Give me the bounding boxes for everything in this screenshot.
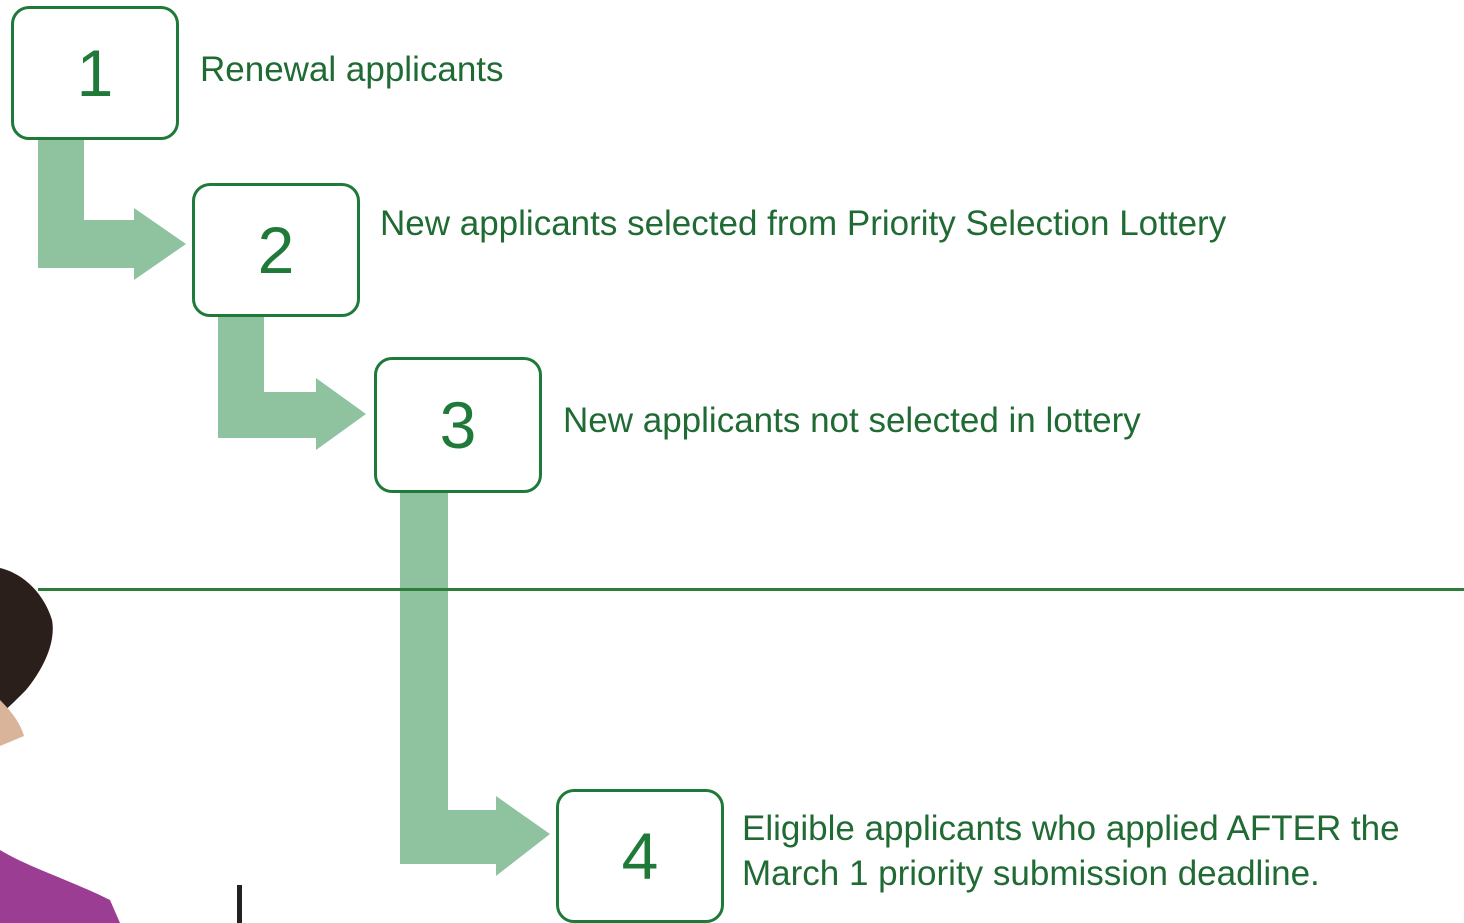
arrow-2-to-3: [218, 316, 366, 450]
pen-fragment: [237, 885, 242, 923]
arrow-3-to-4: [400, 492, 550, 876]
step-4-box: 4: [556, 789, 724, 923]
step-1-box: 1: [11, 6, 179, 140]
step-3-box: 3: [374, 357, 542, 493]
step-3-number: 3: [439, 388, 477, 462]
step-2-number: 2: [257, 213, 295, 287]
section-divider: [38, 588, 1464, 591]
step-2-text: New applicants selected from Priority Se…: [380, 204, 1227, 243]
arrow-1-to-2: [38, 138, 186, 280]
step-2-box: 2: [192, 183, 360, 317]
step-4-number: 4: [621, 819, 659, 893]
step-1-number: 1: [76, 36, 114, 110]
step-4-text: Eligible applicants who applied AFTER th…: [742, 809, 1400, 893]
person-photo-fragment: [0, 568, 120, 923]
step-1-text: Renewal applicants: [200, 50, 504, 89]
step-3-text: New applicants not selected in lottery: [563, 401, 1141, 440]
